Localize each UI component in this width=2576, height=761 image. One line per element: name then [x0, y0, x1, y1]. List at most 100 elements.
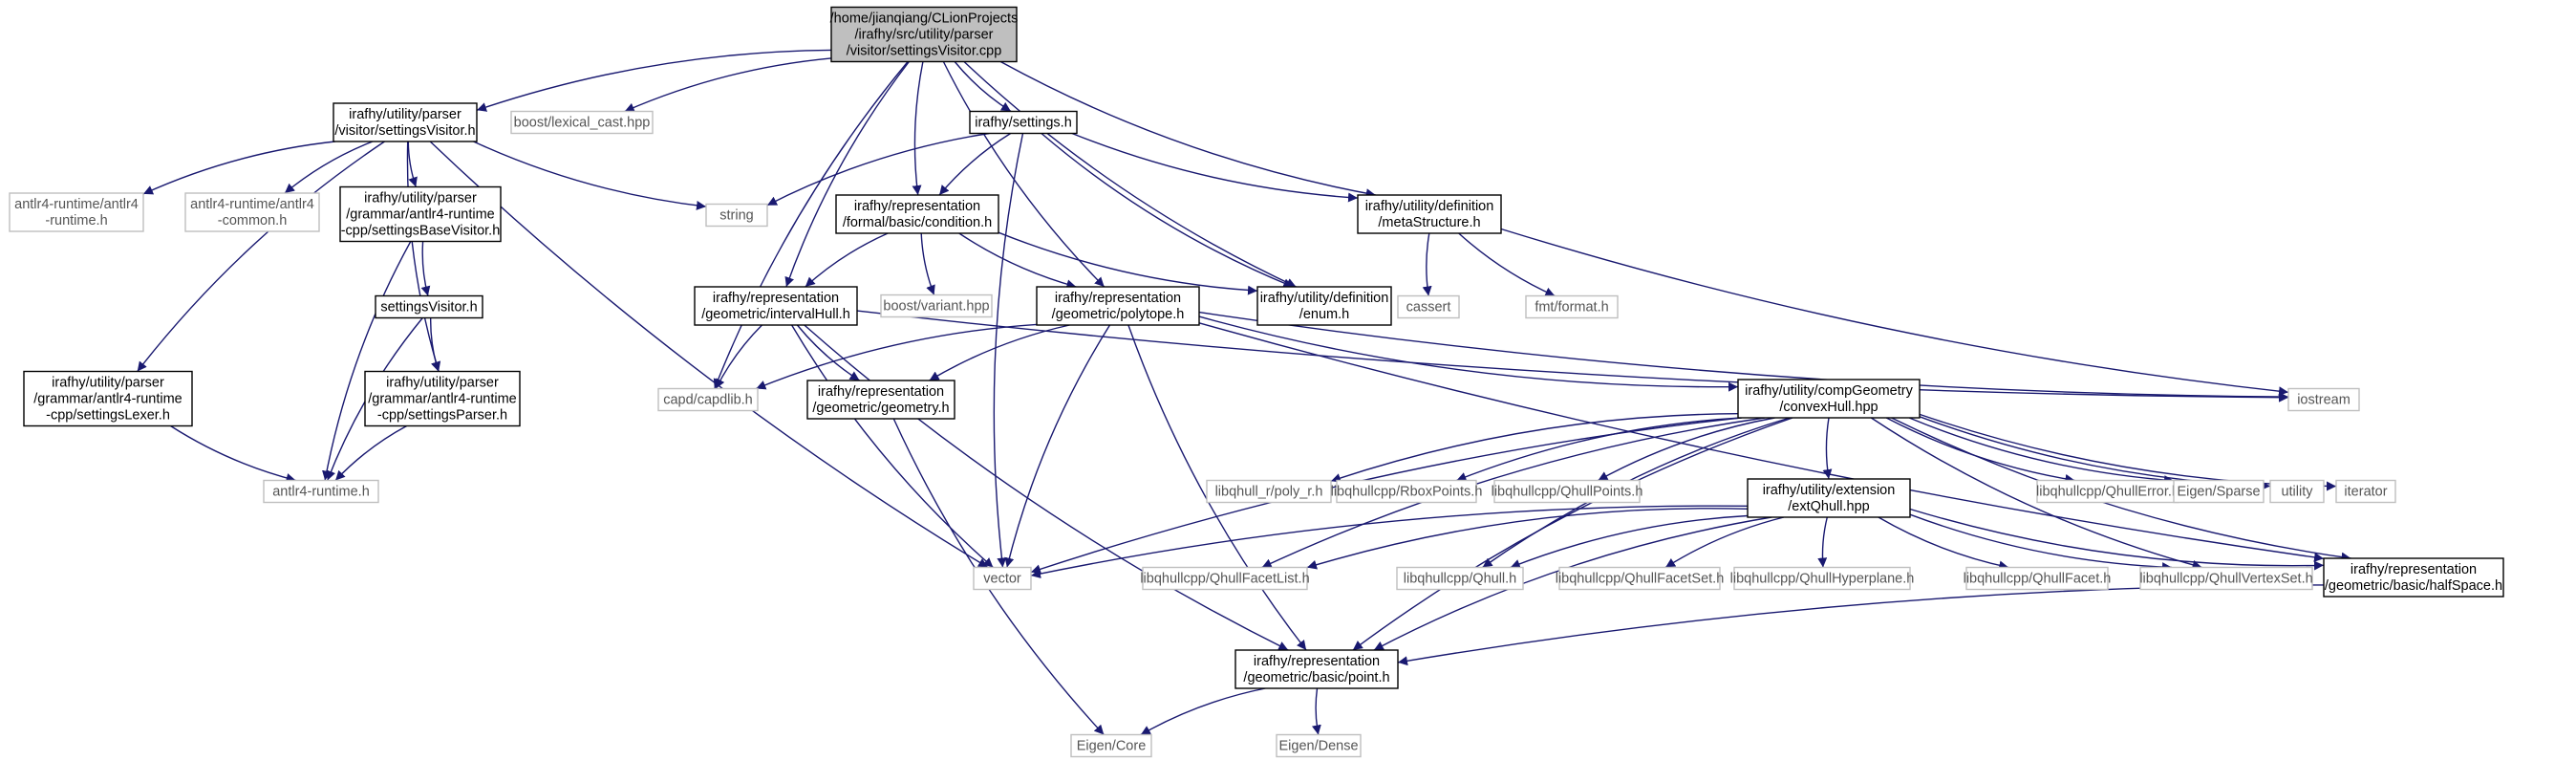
node-convexHull-hpp[interactable]: irafhy/utility/compGeometry/convexHull.h… [1737, 379, 1921, 419]
edge-settingsVisitor-h-to-antlr4-common-h [284, 141, 374, 194]
edge-convexHull-hpp-to-point-h [1352, 417, 1793, 651]
edge-settingsVisitor-cpp-to-enum-h [963, 60, 1297, 288]
node-halfSpace-h[interactable]: irafhy/representation/geometric/basic/ha… [2323, 557, 2504, 598]
node-box [2269, 479, 2325, 504]
node-utility: utility [2269, 479, 2325, 504]
node-point-h[interactable]: irafhy/representation/geometric/basic/po… [1234, 649, 1399, 689]
edge-settingsVisitor-cpp-to-settings-h [954, 61, 1012, 113]
edge-settingsVisitor-cpp-to-metaStructure-h [999, 60, 1376, 199]
node-label-line: boost/lexical_cast.hpp [514, 116, 651, 131]
node-settings-h[interactable]: irafhy/settings.h [969, 110, 1078, 135]
node-label-line: capd/capdlib.h [663, 393, 753, 408]
node-polytope-h[interactable]: irafhy/representation/geometric/polytope… [1036, 286, 1200, 326]
node-box [657, 387, 759, 412]
node-metaStructure-h[interactable]: irafhy/utility/definition/metaStructure.… [1357, 194, 1502, 234]
node-box [830, 6, 1018, 63]
node-label: irafhy/utility/extension/extQhull.hpp [1763, 483, 1896, 514]
node-vector: vector [973, 566, 1032, 591]
node-box [880, 294, 993, 318]
node-label: libqhullcpp/QhullVertexSet.h [2139, 572, 2312, 587]
node-lexical-cast: boost/lexical_cast.hpp [510, 110, 654, 135]
node-label: irafhy/representation/geometric/geometry… [812, 384, 949, 416]
node-enum-h[interactable]: irafhy/utility/definition/enum.h [1256, 286, 1392, 326]
node-box [1142, 566, 1308, 591]
node-label-line: /geometric/geometry.h [812, 401, 949, 416]
node-box [1525, 294, 1619, 319]
node-settingsLexer-h[interactable]: irafhy/utility/parser/grammar/antlr4-run… [23, 370, 193, 427]
edge-extQhull-hpp-to-Qhull-h [1510, 514, 1749, 569]
node-RboxPoints: libqhullcpp/RboxPoints.h [1331, 479, 1482, 504]
node-label: libqhullcpp/Qhull.h [1404, 572, 1517, 587]
node-label-line: antlr4-runtime.h [272, 485, 370, 500]
node-label-line: irafhy/representation [1254, 654, 1380, 669]
edge-condition-h-to-polytope-h [958, 232, 1077, 290]
node-QhullFacet: libqhullcpp/QhullFacet.h [1964, 566, 2111, 591]
node-label: irafhy/representation/geometric/interval… [701, 291, 850, 322]
node-box [375, 294, 483, 319]
node-label-line: irafhy/representation [854, 199, 980, 214]
node-box [1276, 733, 1362, 758]
edge-settingsBaseVisitor-h-to-settingsVisitor-h2 [420, 241, 431, 296]
edge-metaStructure-h-to-iostream [1500, 228, 2289, 397]
node-settingsVisitor-h2[interactable]: settingsVisitor.h [375, 294, 483, 319]
node-geometry-h[interactable]: irafhy/representation/geometric/geometry… [806, 380, 955, 420]
node-label-line: /irafhy/src/utility/parser [854, 28, 993, 43]
node-label-line: string [719, 208, 753, 224]
node-label-line: Eigen/Core [1077, 739, 1147, 754]
edge-settingsVisitor-h-to-settingsParser-h [406, 141, 441, 372]
node-label: boost/variant.hpp [883, 299, 989, 315]
node-label: vector [983, 572, 1021, 587]
edge-convexHull-hpp-to-extQhull-hpp [1822, 417, 1833, 480]
node-label: irafhy/utility/parser/visitor/settingsVi… [334, 107, 475, 139]
node-intervalHull-h[interactable]: irafhy/representation/geometric/interval… [694, 286, 858, 326]
node-QhullVertexSet: libqhullcpp/QhullVertexSet.h [2139, 566, 2313, 591]
node-label-line: /visitor/settingsVisitor.cpp [847, 44, 1002, 59]
node-string: string [705, 203, 768, 228]
edge-settings-h-to-string [766, 132, 990, 207]
node-box [973, 566, 1032, 591]
node-label: irafhy/representation/geometric/basic/po… [1243, 654, 1389, 685]
node-settingsVisitor-h[interactable]: irafhy/utility/parser/visitor/settingsVi… [333, 102, 478, 142]
node-label: Eigen/Core [1077, 739, 1147, 754]
node-box [1737, 379, 1921, 419]
node-box [806, 380, 955, 420]
node-label-line: irafhy/utility/parser [52, 376, 164, 391]
node-extQhull-hpp[interactable]: irafhy/utility/extension/extQhull.hpp [1747, 478, 1911, 518]
edge-extQhull-hpp-to-QhullHyperplane [1817, 516, 1828, 568]
node-condition-h[interactable]: irafhy/representation/formal/basic/condi… [835, 194, 999, 234]
node-box [364, 370, 521, 427]
node-label-line: libqhullcpp/Qhull.h [1404, 572, 1517, 587]
node-label: irafhy/utility/parser/grammar/antlr4-run… [33, 376, 182, 424]
node-label: fmt/format.h [1535, 300, 1608, 315]
edge-settingsVisitor-h-to-vector [429, 141, 989, 569]
node-label-line: utility [2281, 485, 2313, 500]
node-label: /home/jianqiang/CLionProjects/irafhy/src… [830, 11, 1019, 59]
node-label: cassert [1406, 300, 1451, 315]
node-box [9, 192, 144, 232]
node-label-line: /geometric/basic/halfSpace.h [2325, 578, 2502, 594]
node-QhullFacetList: libqhullcpp/QhullFacetList.h [1140, 566, 1310, 591]
node-QhullError: libqhullcpp/QhullError.h [2036, 479, 2179, 504]
node-settingsVisitor-cpp[interactable]: /home/jianqiang/CLionProjects/irafhy/src… [830, 6, 1019, 63]
edge-settings-h-to-enum-h [1041, 132, 1294, 288]
node-settingsBaseVisitor-h[interactable]: irafhy/utility/parser/grammar/antlr4-run… [339, 185, 502, 243]
edge-intervalHull-h-to-capdlib [715, 324, 762, 389]
node-box [1256, 286, 1392, 326]
node-label: string [719, 208, 753, 224]
node-box [1396, 566, 1524, 591]
node-label-line: libqhullcpp/QhullVertexSet.h [2139, 572, 2312, 587]
edge-polytope-h-to-halfSpace-h [1198, 322, 2325, 562]
node-label-line: libqhullcpp/QhullPoints.h [1492, 485, 1643, 500]
node-box [2173, 479, 2265, 504]
edge-intervalHull-h-to-geometry-h [796, 324, 860, 381]
edge-point-h-to-Eigen-Dense [1311, 687, 1321, 735]
node-box [1558, 566, 1721, 591]
node-label: Eigen/Dense [1278, 739, 1358, 754]
edge-intervalHull-h-to-iostream [856, 310, 2289, 402]
edge-metaStructure-h-to-cassert [1422, 232, 1432, 296]
node-box [510, 110, 654, 135]
node-label-line: -cpp/settingsParser.h [377, 408, 507, 424]
node-label-line: -common.h [218, 213, 288, 228]
node-settingsParser-h[interactable]: irafhy/utility/parser/grammar/antlr4-run… [364, 370, 521, 427]
